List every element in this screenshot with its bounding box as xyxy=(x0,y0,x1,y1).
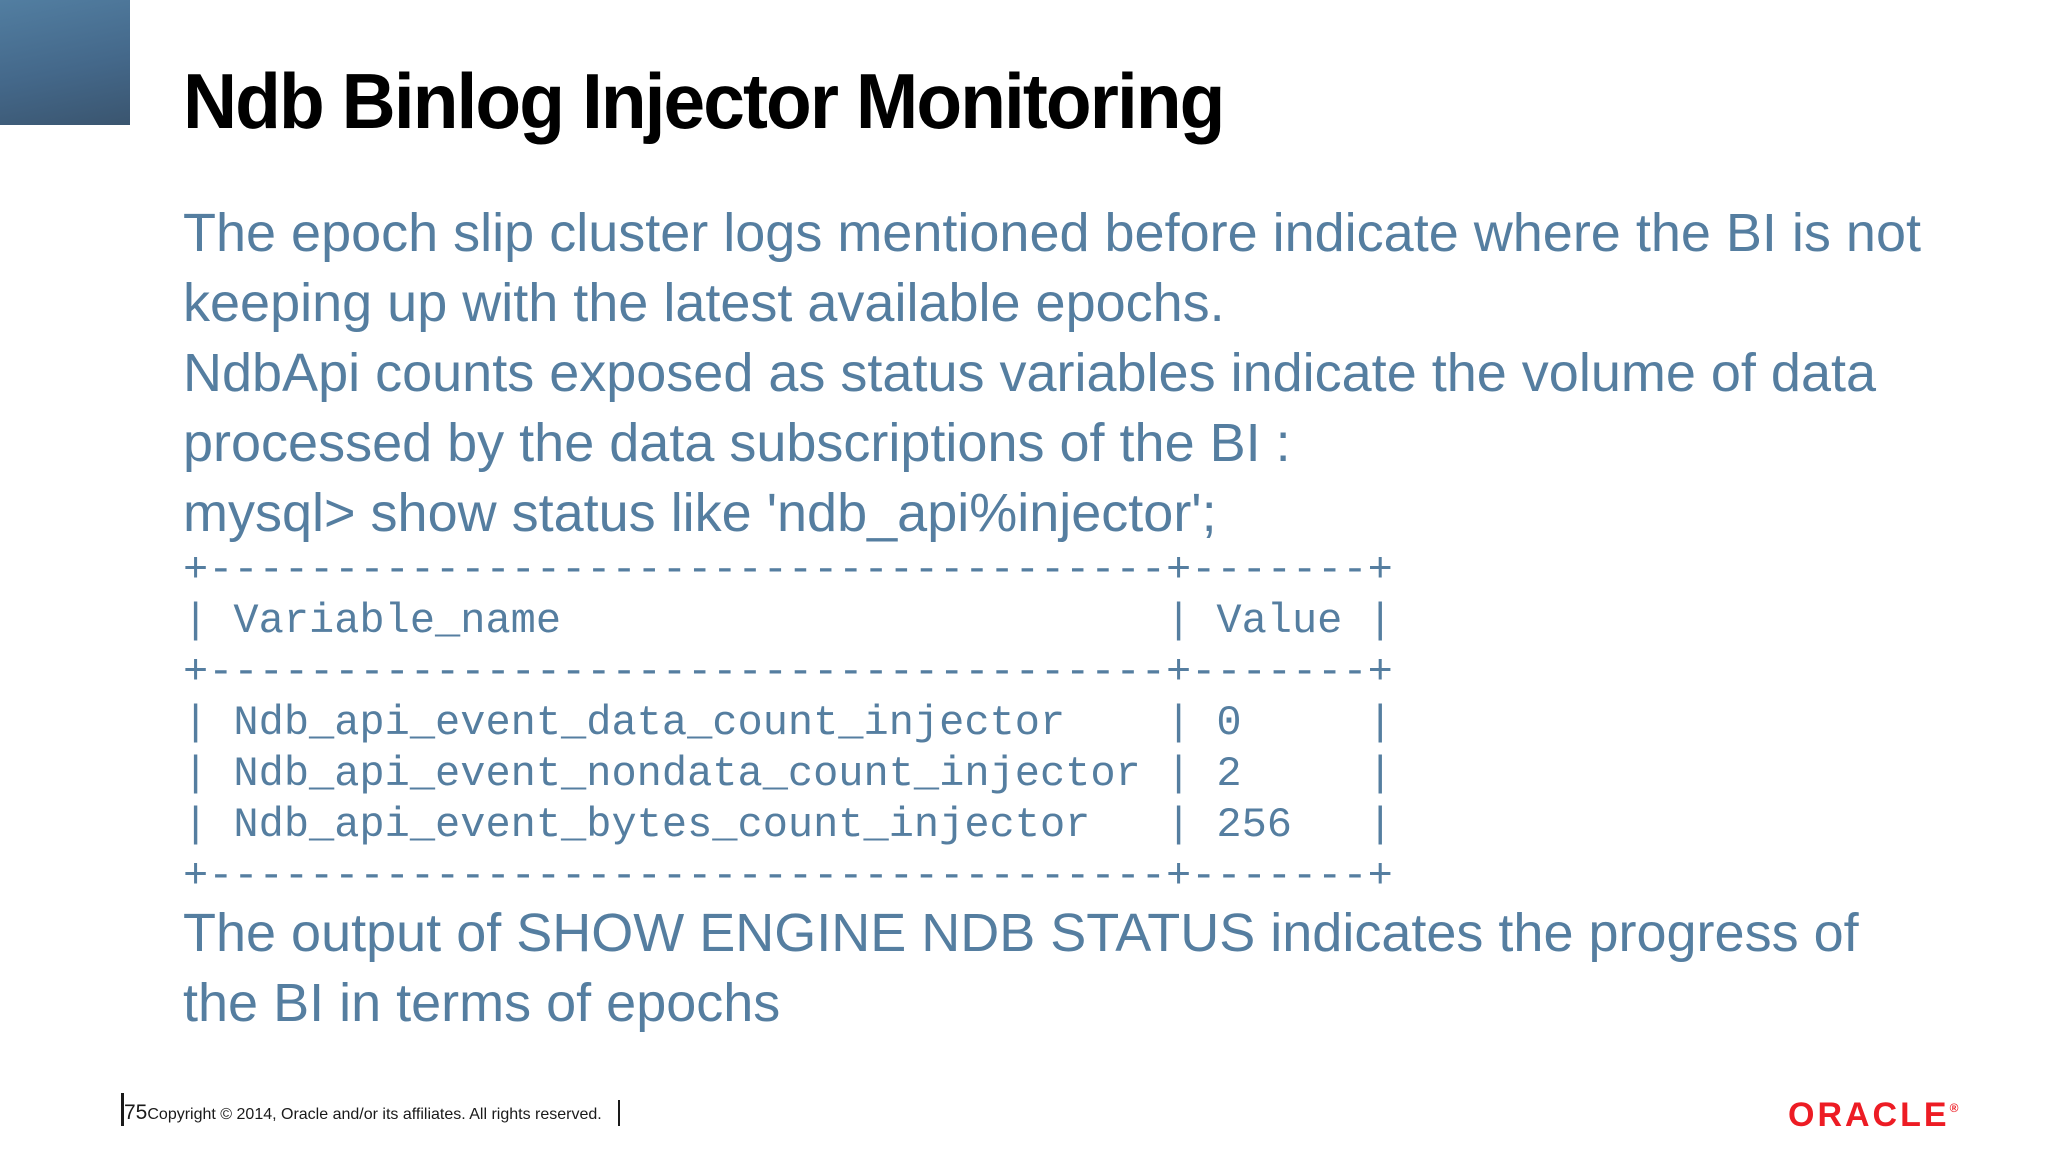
copyright-text: Copyright © 2014, Oracle and/or its affi… xyxy=(147,1106,602,1123)
outro-line: the BI in terms of epochs xyxy=(183,973,781,1033)
corner-accent-square xyxy=(0,0,130,125)
table-border: +--------------------------------------+… xyxy=(183,546,1393,594)
body-line: The epoch slip cluster logs mentioned be… xyxy=(183,203,1921,263)
body-text-block: The epoch slip cluster logs mentioned be… xyxy=(183,198,1921,548)
slide-title: Ndb Binlog Injector Monitoring xyxy=(183,57,1225,145)
footer: 75Copyright © 2014, Oracle and/or its af… xyxy=(124,1098,620,1130)
table-header-row: | Variable_name | Value | xyxy=(183,597,1393,645)
registered-trademark-icon: ® xyxy=(1949,1101,1959,1115)
table-border: +--------------------------------------+… xyxy=(183,648,1393,696)
footer-separator-bar xyxy=(617,1100,620,1126)
body-line: NdbApi counts exposed as status variable… xyxy=(183,343,1877,403)
mysql-command-line: mysql> show status like 'ndb_api%injecto… xyxy=(183,483,1217,543)
table-border: +--------------------------------------+… xyxy=(183,852,1393,900)
oracle-logo-text: ORACLE xyxy=(1788,1096,1950,1134)
outro-line: The output of SHOW ENGINE NDB STATUS ind… xyxy=(183,903,1859,963)
table-row: | Ndb_api_event_nondata_count_injector |… xyxy=(183,750,1393,798)
body-line: processed by the data subscriptions of t… xyxy=(183,413,1291,473)
outro-text-block: The output of SHOW ENGINE NDB STATUS ind… xyxy=(183,898,1859,1038)
table-row: | Ndb_api_event_data_count_injector | 0 … xyxy=(183,699,1393,747)
oracle-logo: ORACLE® xyxy=(1788,1091,1958,1132)
page-number: 75 xyxy=(124,1101,148,1124)
footer-separator-bar xyxy=(121,1093,124,1126)
table-row: | Ndb_api_event_bytes_count_injector | 2… xyxy=(183,801,1393,849)
mysql-output-table: +--------------------------------------+… xyxy=(183,545,1393,902)
body-line: keeping up with the latest available epo… xyxy=(183,273,1225,333)
